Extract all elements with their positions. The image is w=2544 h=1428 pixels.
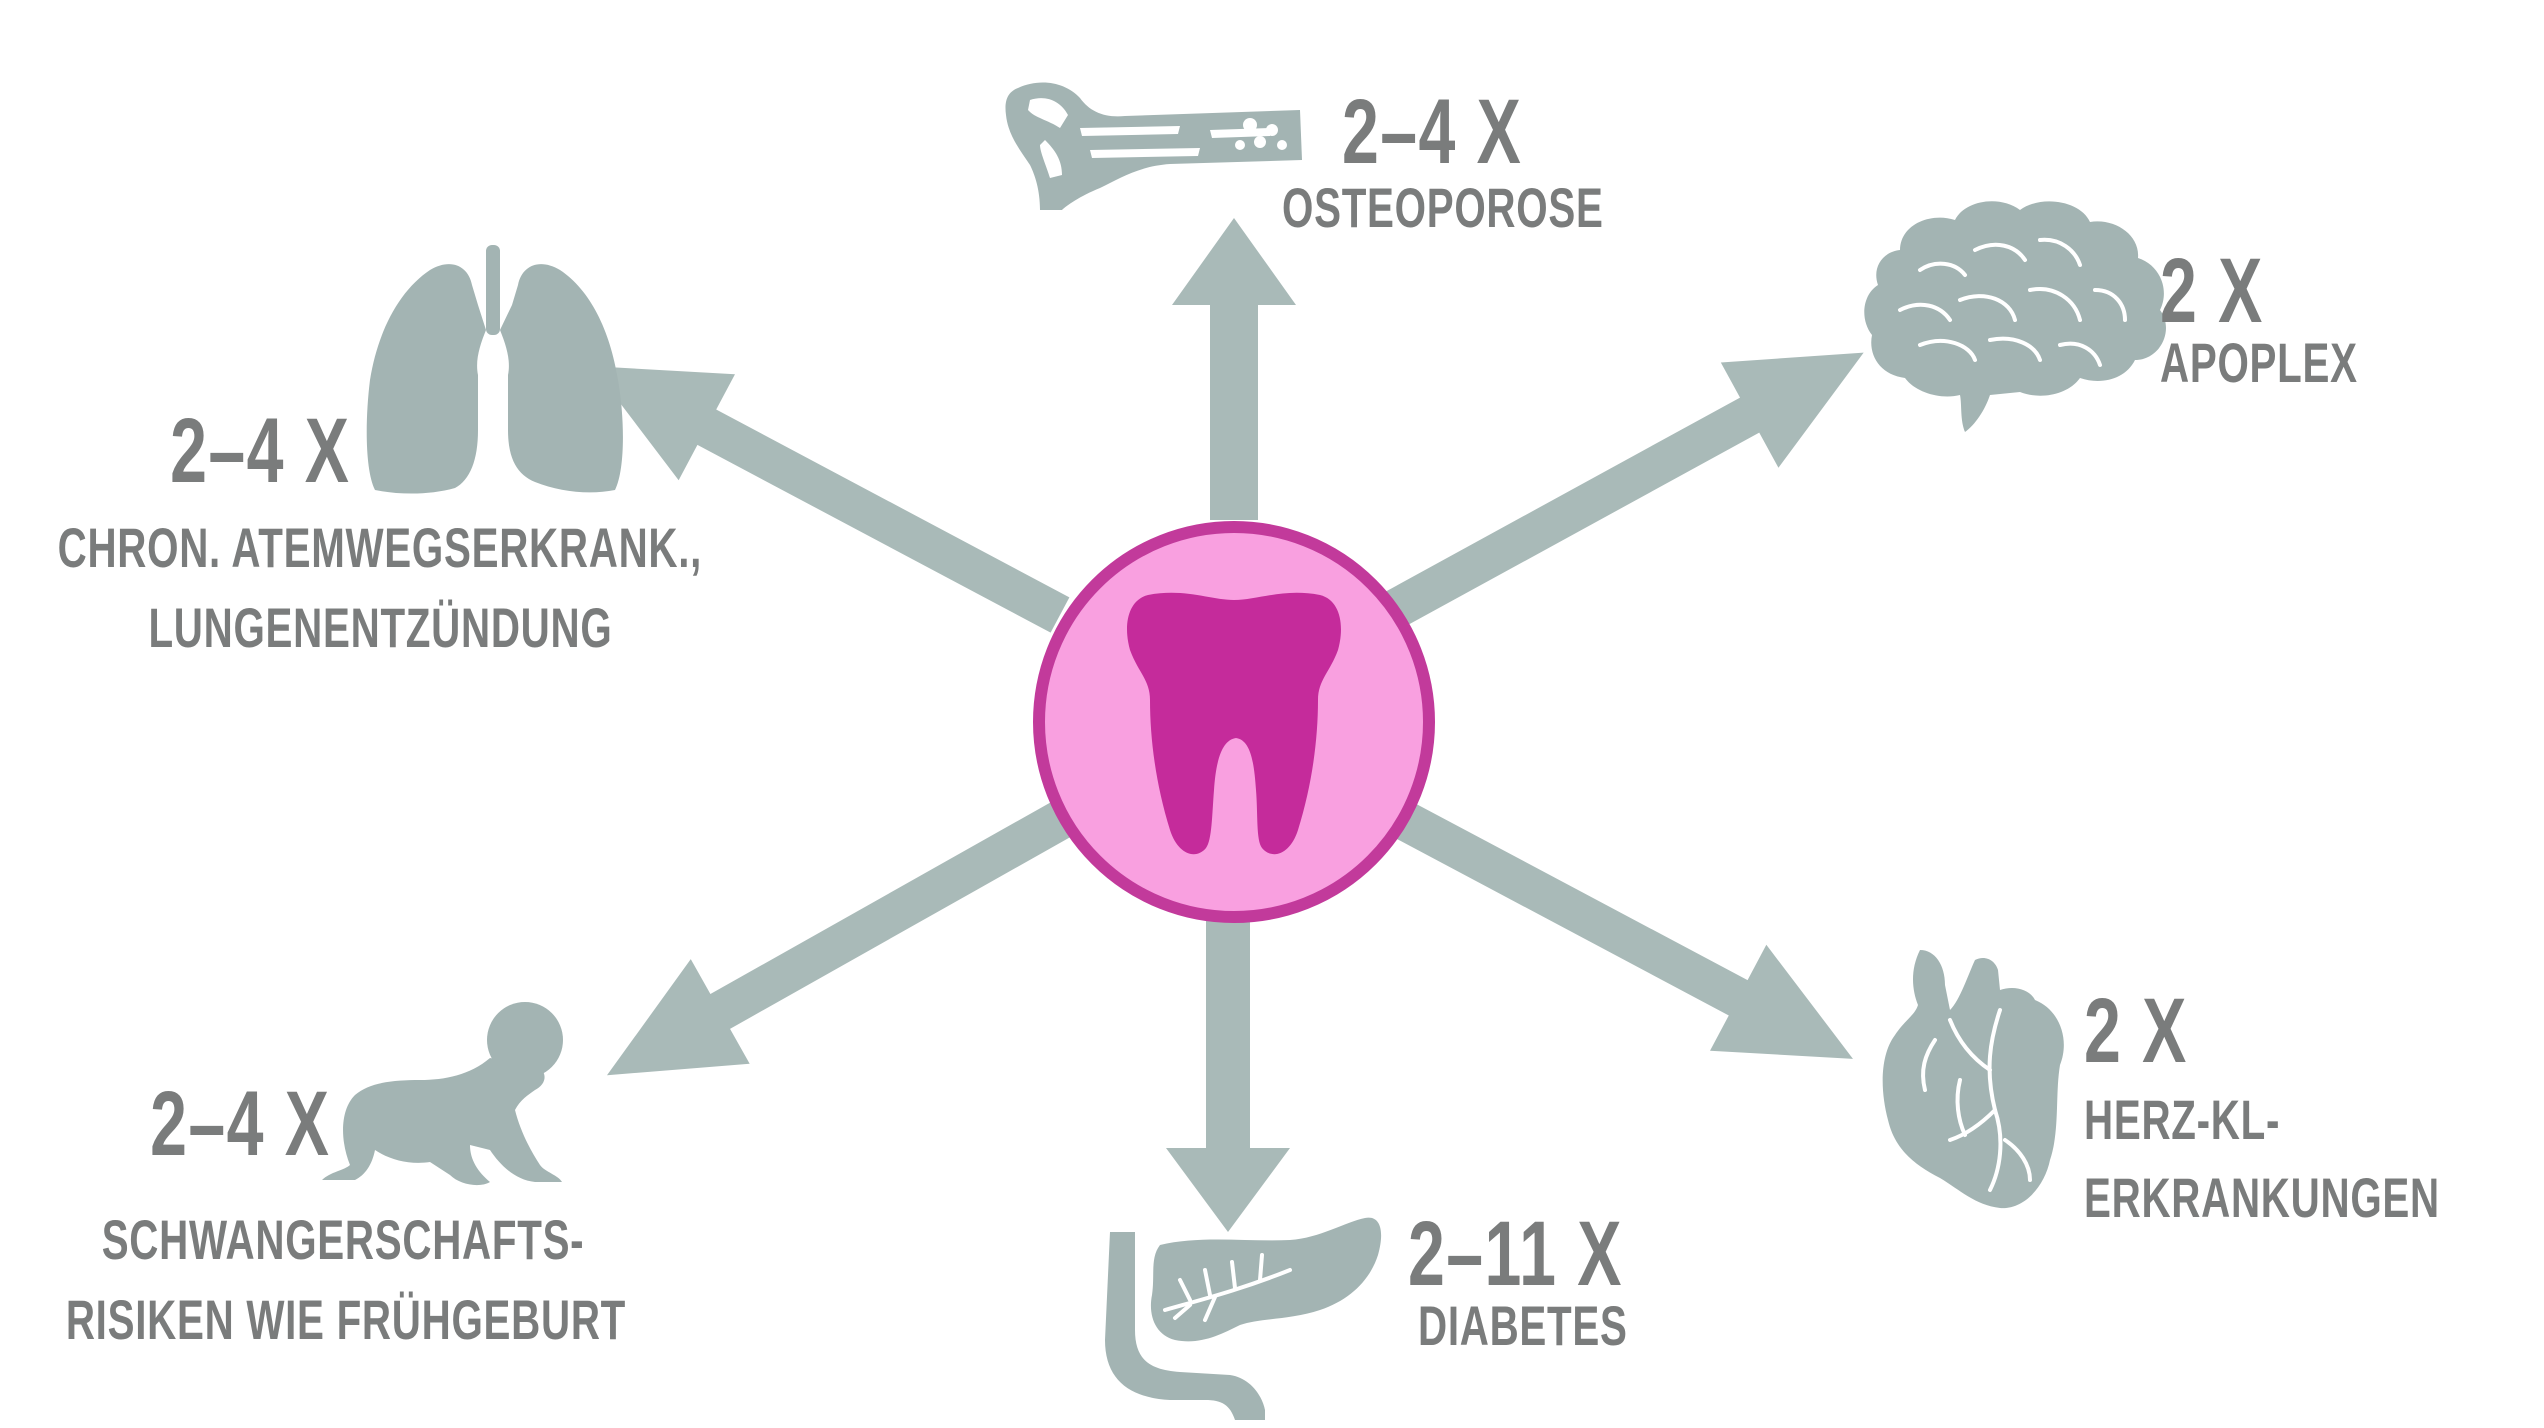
- condition-atemwege-line2: LUNGENENTZÜNDUNG: [148, 596, 612, 659]
- multiplier-diabetes: 2–11 X: [1408, 1203, 1623, 1305]
- multiplier-apoplex: 2 X: [2160, 240, 2264, 342]
- condition-osteoporose: OSTEOPOROSE: [1282, 176, 1604, 239]
- pancreas-icon: [1105, 1217, 1382, 1420]
- arrow-upper-left: [592, 366, 1070, 633]
- condition-herz-line2: ERKRANKUNGEN: [2084, 1166, 2440, 1229]
- arrow-upper-right: [1380, 352, 1864, 630]
- condition-schwangerschaft-line2: RISIKEN WIE FRÜHGEBURT: [65, 1288, 626, 1351]
- condition-atemwege-line1: CHRON. ATEMWEGSERKRANK.,: [57, 516, 702, 579]
- heart-icon: [1882, 950, 2064, 1209]
- center-node: [1033, 521, 1435, 923]
- baby-icon: [322, 1002, 563, 1186]
- condition-diabetes: DIABETES: [1418, 1294, 1628, 1357]
- arrow-down: [1166, 920, 1290, 1232]
- condition-apoplex: APOPLEX: [2160, 331, 2358, 394]
- multiplier-osteoporose: 2–4 X: [1342, 81, 1523, 183]
- arrow-lower-right: [1375, 792, 1853, 1059]
- brain-icon: [1864, 201, 2166, 432]
- arrows: [592, 218, 1864, 1232]
- lungs-icon: [366, 245, 623, 494]
- bone-icon: [1005, 82, 1302, 210]
- tooth-icon: [1127, 592, 1341, 855]
- multiplier-herz: 2 X: [2084, 980, 2188, 1082]
- multiplier-schwangerschaft: 2–4 X: [149, 1073, 330, 1175]
- multiplier-atemwege: 2–4 X: [169, 400, 350, 502]
- arrow-up: [1172, 218, 1296, 520]
- condition-herz-line1: HERZ-KL-: [2084, 1088, 2281, 1151]
- condition-schwangerschaft-line1: SCHWANGERSCHAFTS-: [101, 1208, 584, 1271]
- arrow-lower-left: [606, 802, 1070, 1076]
